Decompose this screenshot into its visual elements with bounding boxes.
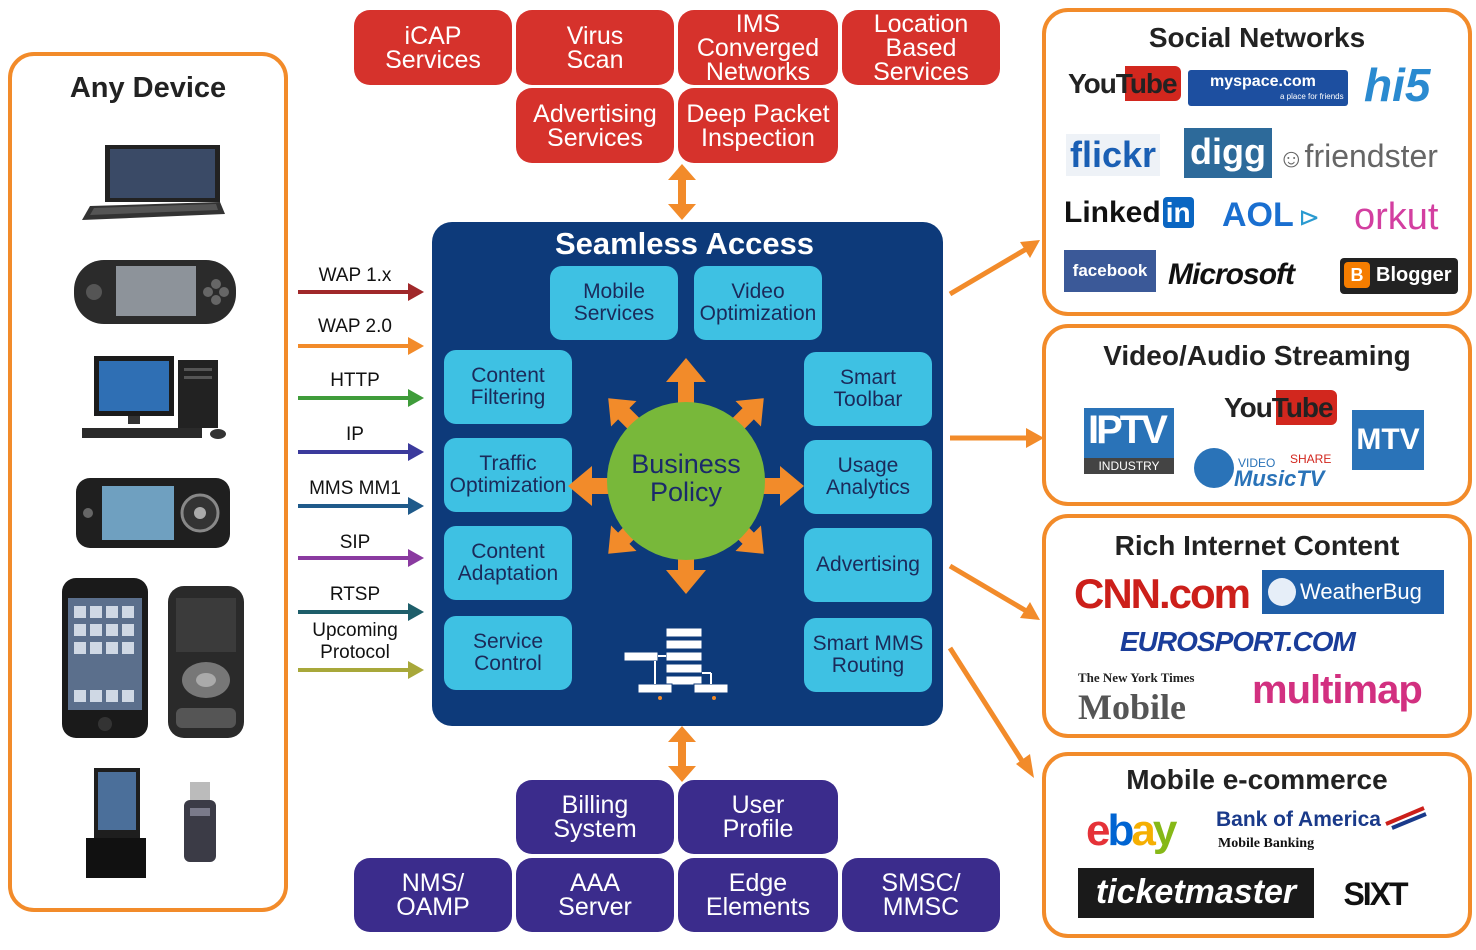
- ims-converged-networks-box: IMS Converged Networks: [678, 10, 838, 85]
- protocol-label: RTSP: [329, 584, 381, 605]
- business-policy-circle: [607, 402, 765, 560]
- iptv-logo: IPTV INDUSTRY: [1084, 408, 1174, 474]
- sixt-logo: SIXT: [1330, 874, 1420, 914]
- protocol-label: WAP 1.x: [318, 265, 392, 286]
- output-arrows: [947, 240, 1044, 778]
- protocol-arrow-head: [408, 661, 424, 679]
- content-filtering-module: Content Filtering: [444, 350, 572, 424]
- protocol-arrow-head: [408, 337, 424, 355]
- digg-logo: digg: [1184, 128, 1272, 178]
- mobile-services-module: Mobile Services: [550, 266, 678, 340]
- microsoft-logo: Microsoft: [1168, 258, 1295, 291]
- protocol-label: HTTP: [330, 370, 380, 391]
- data-card-icon: [86, 768, 146, 878]
- desktop-pc-icon: [82, 356, 226, 439]
- video-share-musictv-logo: VIDEO SHARE MusicTV: [1194, 444, 1334, 494]
- ticketmaster-logo: ticketmaster: [1078, 868, 1314, 918]
- smart-mms-routing-module: Smart MMS Routing: [804, 618, 932, 692]
- hierarchy-flow-icon: [623, 627, 729, 700]
- edge-elements-box: Edge Elements: [678, 858, 838, 932]
- service-control-module: Service Control: [444, 616, 572, 690]
- protocol-arrow-head: [408, 497, 424, 515]
- protocol-label: Upcoming Protocol: [312, 620, 398, 663]
- flickr-logo: flickr: [1066, 134, 1161, 176]
- icap-services-box: iCAP Services: [354, 10, 512, 85]
- video-audio-streaming-title: Video/Audio Streaming: [1103, 340, 1411, 371]
- smart-toolbar-module: Smart Toolbar: [804, 352, 932, 426]
- bank-of-america-logo: Bank of America Mobile Banking: [1216, 806, 1427, 858]
- usb-modem-icon: [184, 782, 216, 862]
- youtube-logo: YouTube: [1064, 66, 1181, 101]
- aol-logo: AOL ⊳: [1222, 196, 1321, 234]
- billing-system-box: Billing System: [516, 780, 674, 854]
- rich-internet-content-title: Rich Internet Content: [1114, 530, 1400, 561]
- ebay-logo: ebay ebay: [1086, 806, 1177, 855]
- protocol-arrow-head: [408, 443, 424, 461]
- traffic-optimization-module: Traffic Optimization: [444, 438, 572, 512]
- youtube-video-logo: YouTube: [1220, 390, 1337, 425]
- slider-phone-icon: [168, 586, 244, 738]
- advertising-services-box: Advertising Services: [516, 88, 674, 163]
- bottom-double-arrow: [668, 726, 696, 782]
- mobile-ecommerce-title: Mobile e-commerce: [1126, 764, 1388, 795]
- content-adaptation-module: Content Adaptation: [444, 526, 572, 600]
- myspace-logo: myspace.com a place for friends: [1188, 70, 1348, 106]
- virus-scan-box: Virus Scan: [516, 10, 674, 85]
- nms-oamp-box: NMS/ OAMP: [354, 858, 512, 932]
- smsc-mmsc-box: SMSC/ MMSC: [842, 858, 1000, 932]
- laptop-icon: [82, 145, 225, 220]
- smartphone-icon: [62, 578, 148, 738]
- aaa-server-box: AAA Server: [516, 858, 674, 932]
- top-double-arrow: [668, 164, 696, 220]
- protocol-arrow-head: [408, 283, 424, 301]
- protocol-label: MMS MM1: [309, 478, 401, 499]
- seamless-access-title: Seamless Access: [554, 226, 815, 261]
- cnn-logo: CNN.com: [1074, 570, 1251, 617]
- mtv-logo: MTV: [1352, 410, 1424, 470]
- feature-phone-icon: [76, 478, 230, 548]
- hi5-logo: hi5: [1364, 59, 1431, 111]
- weatherbug-logo: WeatherBug: [1262, 570, 1444, 614]
- protocol-arrows: [298, 283, 424, 679]
- handheld-console-icon: [74, 260, 236, 324]
- advertising-module: Advertising: [804, 528, 932, 602]
- social-networks-title: Social Networks: [1148, 22, 1366, 53]
- multimap-logo: multimap: [1252, 668, 1423, 712]
- orkut-logo: orkut: [1354, 196, 1439, 238]
- user-profile-box: User Profile: [678, 780, 838, 854]
- video-optimization-module: Video Optimization: [694, 266, 822, 340]
- usage-analytics-module: Usage Analytics: [804, 440, 932, 514]
- protocol-label: WAP 2.0: [318, 316, 392, 337]
- nyt-mobile-logo: The New York Times Mobile: [1078, 670, 1195, 727]
- protocol-label: IP: [346, 424, 364, 445]
- location-based-services-box: Location Based Services: [842, 10, 1000, 85]
- protocol-label: SIP: [339, 532, 371, 553]
- deep-packet-inspection-box: Deep Packet Inspection: [678, 88, 838, 163]
- rich-internet-content-panel: [1042, 514, 1472, 738]
- eurosport-logo: EUROSPORT.COM: [1120, 626, 1356, 657]
- blogger-logo: B Blogger: [1340, 258, 1458, 294]
- any-device-title: Any Device: [69, 72, 227, 104]
- facebook-logo: facebook: [1064, 250, 1156, 292]
- protocol-arrow-head: [408, 603, 424, 621]
- business-policy-label: Business Policy: [631, 449, 741, 507]
- protocol-arrow-head: [408, 389, 424, 407]
- friendster-logo: ☺friendster: [1278, 138, 1438, 174]
- protocol-arrow-head: [408, 549, 424, 567]
